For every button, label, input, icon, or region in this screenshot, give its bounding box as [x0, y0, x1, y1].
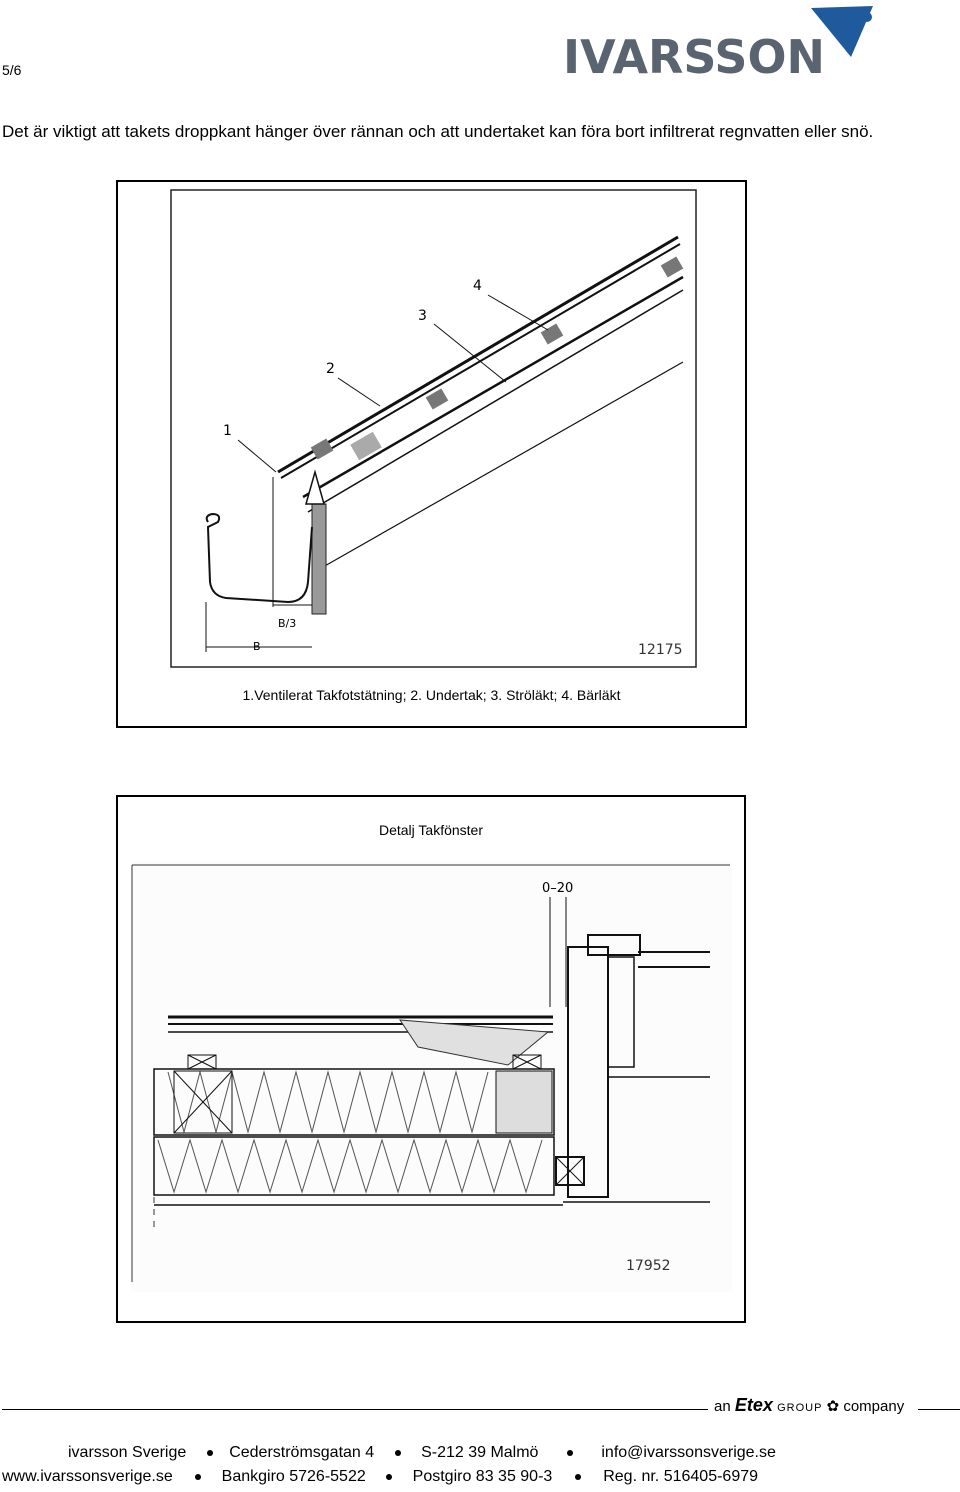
label-4: 4	[473, 278, 482, 294]
eaves-detail-figure: 1 2 3 4 B/3 B 12175 1.Ventilerat Takfots…	[116, 180, 747, 728]
roof-window-figure: Detalj Takfönster	[116, 795, 746, 1323]
label-2: 2	[326, 361, 335, 377]
brand-company: company	[843, 1398, 905, 1415]
drawing-number-1: 12175	[638, 642, 683, 658]
footer-line-1: ivarsson Sverige Cederströmsgatan 4 S-21…	[68, 1444, 776, 1462]
drawing-number-2: 17952	[626, 1258, 671, 1274]
brand-etex: Etex	[734, 1395, 773, 1415]
street-address: Cederströmsgatan 4	[229, 1444, 375, 1461]
figure2-title: Detalj Takfönster	[378, 822, 483, 838]
dimension-label: 0–20	[542, 881, 573, 896]
footer-line-2: www.ivarssonsverige.se Bankgiro 5726-552…	[2, 1468, 758, 1486]
etex-group-brand: an Etex GROUP ✿ company	[714, 1395, 904, 1416]
email-link[interactable]: info@ivarssonsverige.se	[601, 1444, 776, 1461]
intro-paragraph: Det är viktigt att takets droppkant häng…	[2, 122, 874, 141]
separator-dot	[394, 1449, 401, 1456]
brand-group: GROUP	[777, 1402, 823, 1414]
dim-b3: B/3	[278, 617, 296, 630]
eaves-drawing: 1 2 3 4 B/3 B 12175	[170, 189, 697, 668]
separator-dot	[566, 1449, 573, 1456]
company-name: ivarsson Sverige	[68, 1444, 187, 1461]
bankgiro: Bankgiro 5726-5522	[221, 1468, 366, 1485]
page-number: 5/6	[2, 62, 22, 78]
brand-leaf-icon: ✿	[826, 1398, 840, 1415]
roof-window-drawing: 0–20 17952	[131, 862, 732, 1292]
separator-dot	[195, 1473, 202, 1480]
ivarsson-logo: IVARSSON	[563, 5, 878, 84]
registration-number: Reg. nr. 516405-6979	[603, 1468, 759, 1485]
label-3: 3	[418, 308, 427, 324]
footer-rule-right	[918, 1409, 960, 1410]
separator-dot	[574, 1473, 581, 1480]
footer-rule-left	[2, 1409, 708, 1410]
separator-dot	[386, 1473, 393, 1480]
label-1: 1	[223, 423, 232, 439]
logo-wordmark: IVARSSON	[563, 30, 825, 77]
brand-an: an	[714, 1398, 731, 1415]
dim-b: B	[253, 640, 261, 653]
figure1-caption: 1.Ventilerat Takfotstätning; 2. Undertak…	[242, 687, 621, 703]
postal-address: S-212 39 Malmö	[421, 1444, 539, 1461]
postgiro: Postgiro 83 35 90-3	[412, 1468, 553, 1485]
website-link[interactable]: www.ivarssonsverige.se	[2, 1468, 173, 1485]
separator-dot	[206, 1449, 213, 1456]
